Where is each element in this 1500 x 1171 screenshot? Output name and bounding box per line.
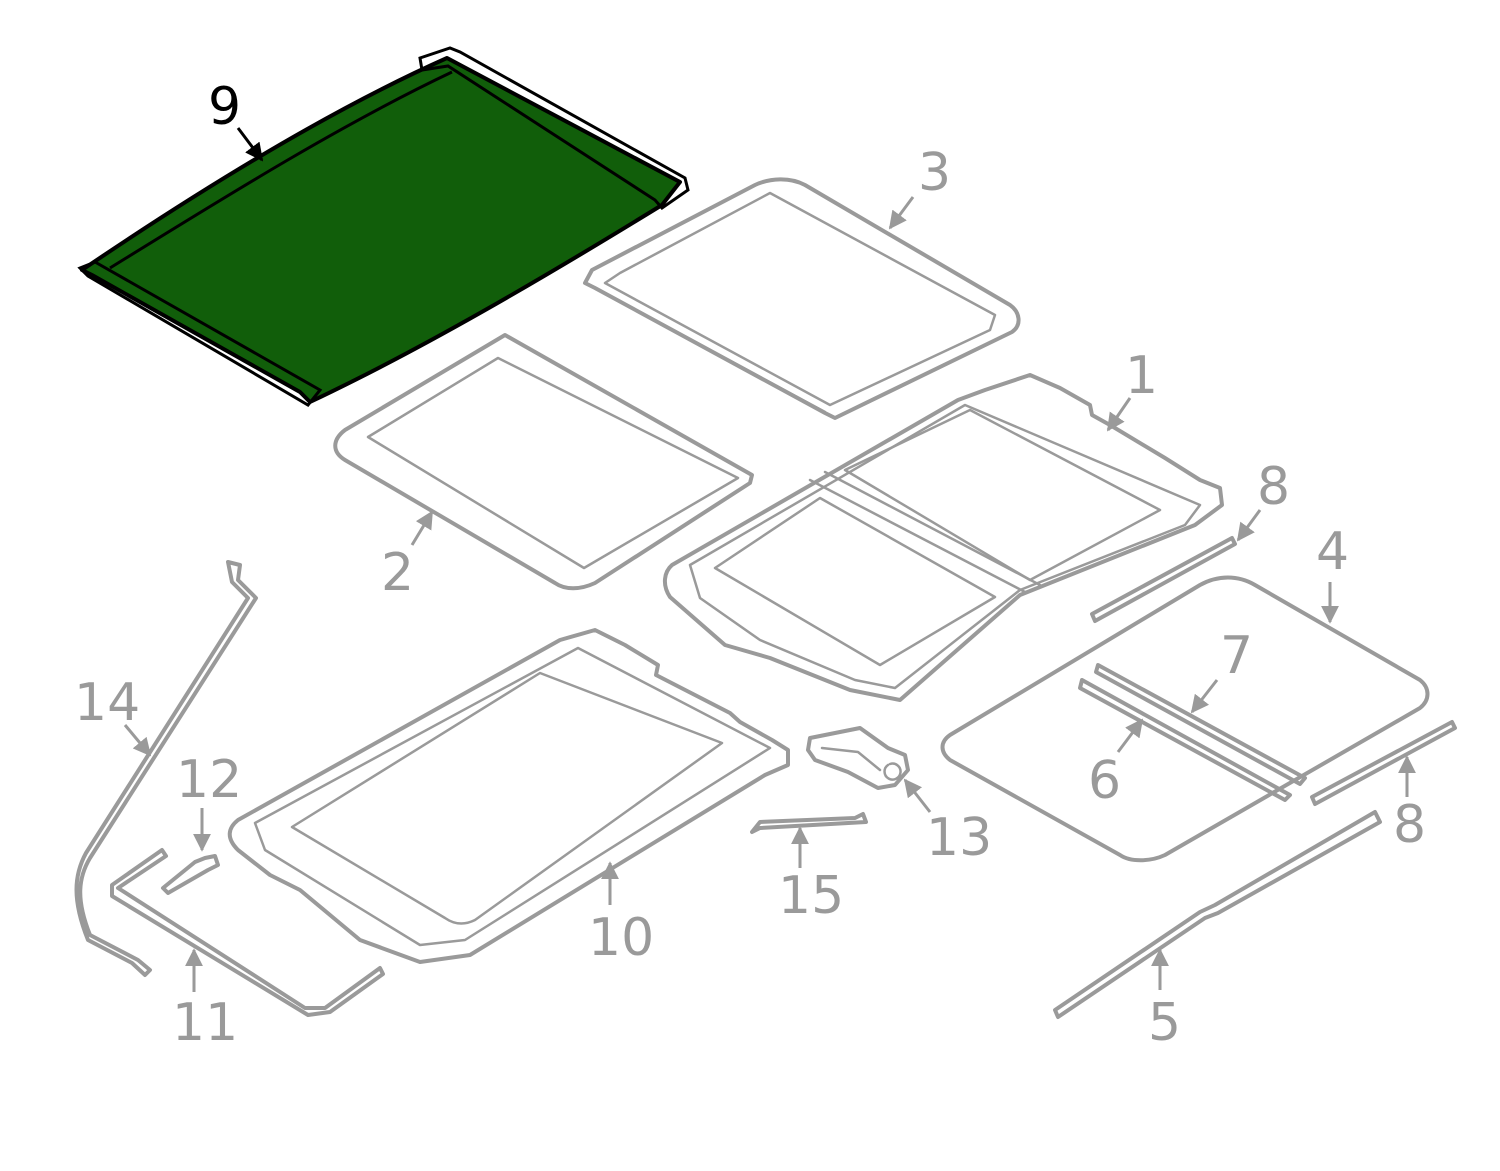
sunshade-edge-line: [109, 70, 453, 270]
part-7-strip[interactable]: [1094, 663, 1307, 786]
part-14-shape: [74, 560, 258, 977]
part-4-glass-panel[interactable]: [940, 575, 1430, 863]
part-6-shape: [1078, 678, 1292, 802]
part-1-inner-front: [713, 496, 997, 667]
callout-14: 14: [74, 673, 140, 733]
callout-9: 9: [208, 77, 241, 137]
leader-1: [1106, 397, 1132, 432]
sunshade-rail-rear: [418, 46, 690, 210]
part-1-border: [688, 403, 1202, 690]
leader-8a: [1236, 509, 1262, 542]
part-7-shape: [1094, 663, 1307, 786]
part-5-shape: [1053, 810, 1382, 1019]
part-15-bracket[interactable]: [750, 812, 868, 834]
sunshade-rail-front: [77, 260, 323, 407]
leader-13: [903, 778, 932, 813]
part-8-rail-upper[interactable]: [1090, 536, 1237, 623]
callout-12: 12: [176, 750, 242, 810]
part-2-inner: [366, 356, 740, 570]
part-9-sunshade[interactable]: [77, 46, 690, 407]
part-6-strip[interactable]: [1078, 678, 1292, 802]
callout-7: 7: [1220, 626, 1253, 686]
callout-5: 5: [1148, 993, 1181, 1053]
leader-6: [1116, 718, 1144, 753]
callout-6: 6: [1088, 751, 1121, 811]
part-11-shape: [110, 848, 385, 1017]
callout-2: 2: [381, 543, 414, 603]
callout-10: 10: [588, 908, 654, 968]
part-3-glass-panel[interactable]: [583, 177, 1021, 420]
callout-3: 3: [918, 143, 951, 203]
part-10-frame[interactable]: [227, 628, 790, 964]
leader-7: [1190, 679, 1219, 714]
part-3-edge: [593, 286, 827, 414]
leader-14: [123, 724, 152, 757]
part-8-rail-lower[interactable]: [1310, 720, 1457, 806]
leader-3: [888, 196, 915, 230]
callout-15: 15: [778, 866, 844, 926]
leader-9: [236, 127, 264, 162]
part-12-clip[interactable]: [161, 854, 220, 895]
callout-1: 1: [1125, 346, 1158, 406]
part-1-crossbar: [808, 470, 1042, 594]
part-10-inner: [290, 671, 724, 925]
part-10-border: [253, 646, 772, 947]
part-3-outline: [583, 177, 1021, 420]
callout-8b: 8: [1393, 795, 1426, 855]
part-13-detail: [820, 746, 902, 781]
part-15-shape: [750, 812, 868, 834]
part-1-frame[interactable]: [663, 373, 1224, 702]
part-10-outline: [227, 628, 790, 964]
callout-4: 4: [1316, 522, 1349, 582]
part-14-hose[interactable]: [74, 560, 258, 977]
part-12-shape: [161, 854, 220, 895]
callout-11: 11: [172, 993, 238, 1053]
part-8-lower-shape: [1310, 720, 1457, 806]
part-4-outline: [940, 575, 1430, 863]
callout-13: 13: [926, 808, 992, 868]
part-3-inner: [603, 191, 997, 407]
part-13-motor[interactable]: [806, 726, 910, 790]
callout-8a: 8: [1257, 457, 1290, 517]
part-1-inner-rear: [843, 408, 1162, 582]
leader-2: [410, 510, 434, 546]
part-2-outline: [333, 333, 754, 591]
part-13-shape: [806, 726, 910, 790]
part-1-outline: [663, 373, 1224, 702]
part-5-trim[interactable]: [1053, 810, 1382, 1019]
part-2-glass-panel[interactable]: [333, 333, 754, 591]
part-11-cable[interactable]: [110, 848, 385, 1017]
sunshade-panel: [80, 56, 682, 404]
part-8-upper-shape: [1090, 536, 1237, 623]
